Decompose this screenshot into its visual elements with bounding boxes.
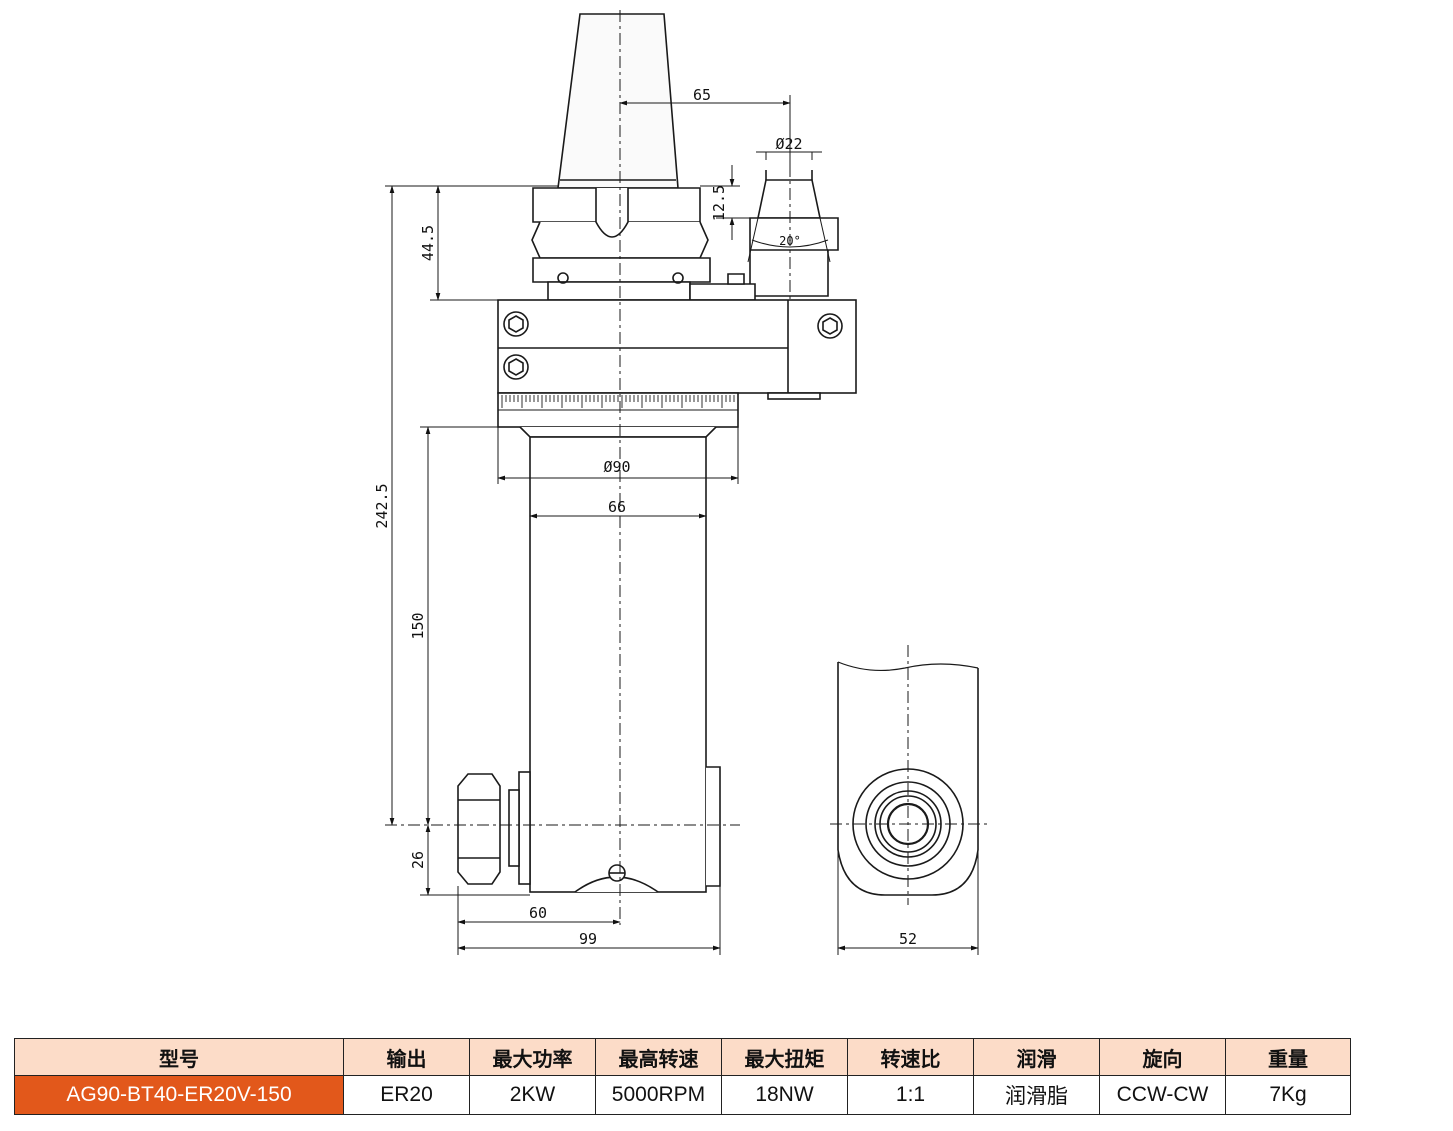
- dim-26: 26: [409, 851, 427, 869]
- dim-44-5: 44.5: [419, 225, 437, 261]
- side-view: [837, 661, 979, 896]
- neck: [519, 426, 717, 438]
- table-header-row: 型号 输出 最大功率 最高转速 最大扭矩 转速比 润滑 旋向 重量: [14, 1038, 1351, 1076]
- technical-drawing: 65 Ø22 12.5 20° 44.5 242.5 150 26 Ø90 66…: [373, 10, 990, 955]
- front-view: [457, 13, 857, 893]
- hex-bolt-icon: [817, 313, 843, 339]
- header-max-torque: 最大扭矩: [721, 1038, 848, 1076]
- dimension-labels: 65 Ø22 12.5 20° 44.5 242.5 150 26 Ø90 66…: [373, 86, 917, 948]
- spec-table: 型号 输出 最大功率 最高转速 最大扭矩 转速比 润滑 旋向 重量 AG90-B…: [14, 1038, 1351, 1115]
- hex-bolt-icon: [503, 354, 529, 380]
- stop-block: [689, 170, 839, 301]
- cell-model: AG90-BT40-ER20V-150: [14, 1075, 344, 1115]
- table-row: AG90-BT40-ER20V-150 ER20 2KW 5000RPM 18N…: [14, 1075, 1351, 1115]
- centerlines: [385, 10, 990, 925]
- dim-20-deg: 20°: [779, 234, 801, 248]
- dim-52: 52: [899, 930, 917, 948]
- dim-242-5: 242.5: [373, 483, 391, 528]
- cell-max-torque: 18NW: [721, 1075, 848, 1115]
- cell-lubrication: 润滑脂: [973, 1075, 1100, 1115]
- cell-speed-ratio: 1:1: [847, 1075, 974, 1115]
- cell-max-power: 2KW: [469, 1075, 596, 1115]
- dim-66: 66: [608, 498, 626, 516]
- scale-ticks: [501, 395, 735, 408]
- cell-output: ER20: [343, 1075, 470, 1115]
- header-lubrication: 润滑: [973, 1038, 1100, 1076]
- dim-60: 60: [529, 904, 547, 922]
- dim-65: 65: [693, 86, 711, 104]
- header-output: 输出: [343, 1038, 470, 1076]
- header-speed-ratio: 转速比: [847, 1038, 974, 1076]
- dim-12-5: 12.5: [710, 185, 728, 221]
- main-body: [529, 436, 721, 893]
- dim-150: 150: [409, 612, 427, 639]
- dim-99: 99: [579, 930, 597, 948]
- collet-nut: [457, 771, 531, 885]
- header-model: 型号: [14, 1038, 344, 1076]
- cell-max-speed: 5000RPM: [595, 1075, 722, 1115]
- header-max-power: 最大功率: [469, 1038, 596, 1076]
- upper-housing: [497, 299, 857, 428]
- dim-diameter-90: Ø90: [603, 458, 630, 476]
- hex-bolt-icon: [503, 311, 529, 337]
- header-rotation: 旋向: [1099, 1038, 1226, 1076]
- header-max-speed: 最高转速: [595, 1038, 722, 1076]
- header-weight: 重量: [1225, 1038, 1351, 1076]
- cell-weight: 7Kg: [1225, 1075, 1351, 1115]
- cell-rotation: CCW-CW: [1099, 1075, 1226, 1115]
- taper-shank: [557, 13, 679, 189]
- flange: [531, 187, 711, 301]
- dim-diameter-22: Ø22: [775, 135, 802, 153]
- dimension-lines: [385, 95, 979, 955]
